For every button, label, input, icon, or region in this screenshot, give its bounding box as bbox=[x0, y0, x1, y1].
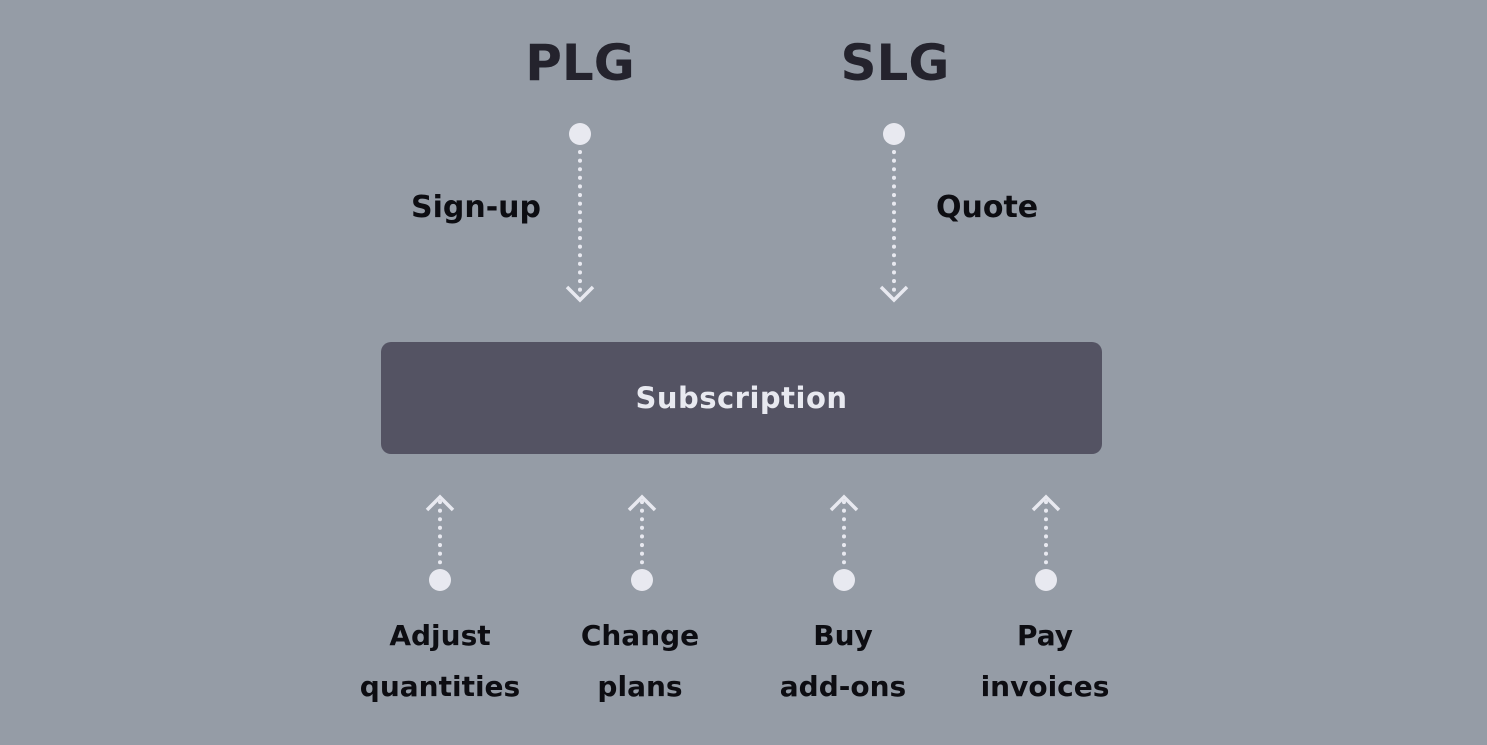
buy-addons-line1: Buy bbox=[813, 619, 873, 652]
change-plans-line1: Change bbox=[580, 619, 700, 652]
adjust-quantities-up-arrow-icon bbox=[425, 494, 455, 591]
buy-addons-up-arrow-icon bbox=[829, 494, 859, 591]
adjust-quantities-line1: Adjust bbox=[389, 619, 491, 652]
adjust-quantities-line2: quantities bbox=[359, 670, 521, 703]
change-plans-line2: plans bbox=[597, 670, 683, 703]
subscription-label: Subscription bbox=[635, 381, 848, 415]
pay-invoices-label: Pay invoices bbox=[935, 610, 1155, 712]
plg-down-arrow-icon bbox=[565, 123, 595, 303]
slg-title: SLG bbox=[840, 34, 950, 92]
buy-addons-label: Buy add-ons bbox=[733, 610, 953, 712]
signup-label: Sign-up bbox=[411, 190, 542, 225]
pay-invoices-line2: invoices bbox=[980, 670, 1110, 703]
change-plans-up-arrow-icon bbox=[627, 494, 657, 591]
buy-addons-line2: add-ons bbox=[779, 670, 907, 703]
subscription-node: Subscription bbox=[381, 342, 1102, 454]
quote-label: Quote bbox=[936, 190, 1039, 225]
change-plans-label: Change plans bbox=[530, 610, 750, 712]
pay-invoices-line1: Pay bbox=[1016, 619, 1074, 652]
pay-invoices-up-arrow-icon bbox=[1031, 494, 1061, 591]
plg-title: PLG bbox=[525, 34, 635, 92]
slg-down-arrow-icon bbox=[879, 123, 909, 303]
adjust-quantities-label: Adjust quantities bbox=[330, 610, 550, 712]
